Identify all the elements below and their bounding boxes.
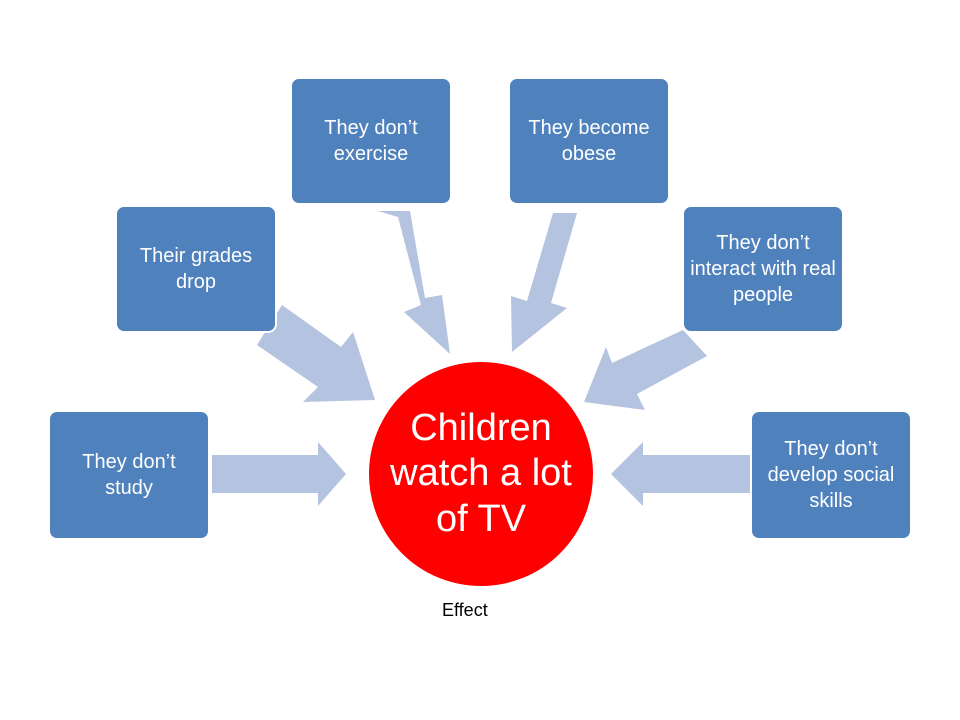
box-grades-drop: Their grades drop [115, 205, 277, 333]
arrow-social [611, 442, 750, 506]
caption-effect: Effect [442, 600, 488, 620]
arrow-grades [257, 305, 375, 402]
center-cause-text: Children watch a lot of TV [390, 406, 572, 540]
box-dont-develop-social-skills: They don’t develop social skills [750, 410, 912, 540]
box-dont-study-text: They don’t study [82, 451, 176, 499]
center-cause-circle: Children watch a lot of TV [367, 360, 595, 588]
arrow-exercise [378, 211, 450, 354]
box-dont-develop-social-skills-text: They don’t develop social skills [767, 438, 895, 512]
box-dont-exercise-text: They don’t exercise [324, 117, 418, 165]
box-dont-exercise: They don’t exercise [290, 77, 452, 205]
arrow-obese [511, 213, 577, 352]
arrow-study [212, 442, 346, 506]
box-grades-drop-text: Their grades drop [139, 245, 253, 293]
arrow-interact [584, 330, 707, 410]
box-become-obese-text: They become obese [528, 117, 650, 165]
box-dont-interact-text: They don’t interact with real people [690, 232, 836, 306]
box-dont-study: They don’t study [48, 410, 210, 540]
box-become-obese: They become obese [508, 77, 670, 205]
box-dont-interact: They don’t interact with real people [682, 205, 844, 333]
